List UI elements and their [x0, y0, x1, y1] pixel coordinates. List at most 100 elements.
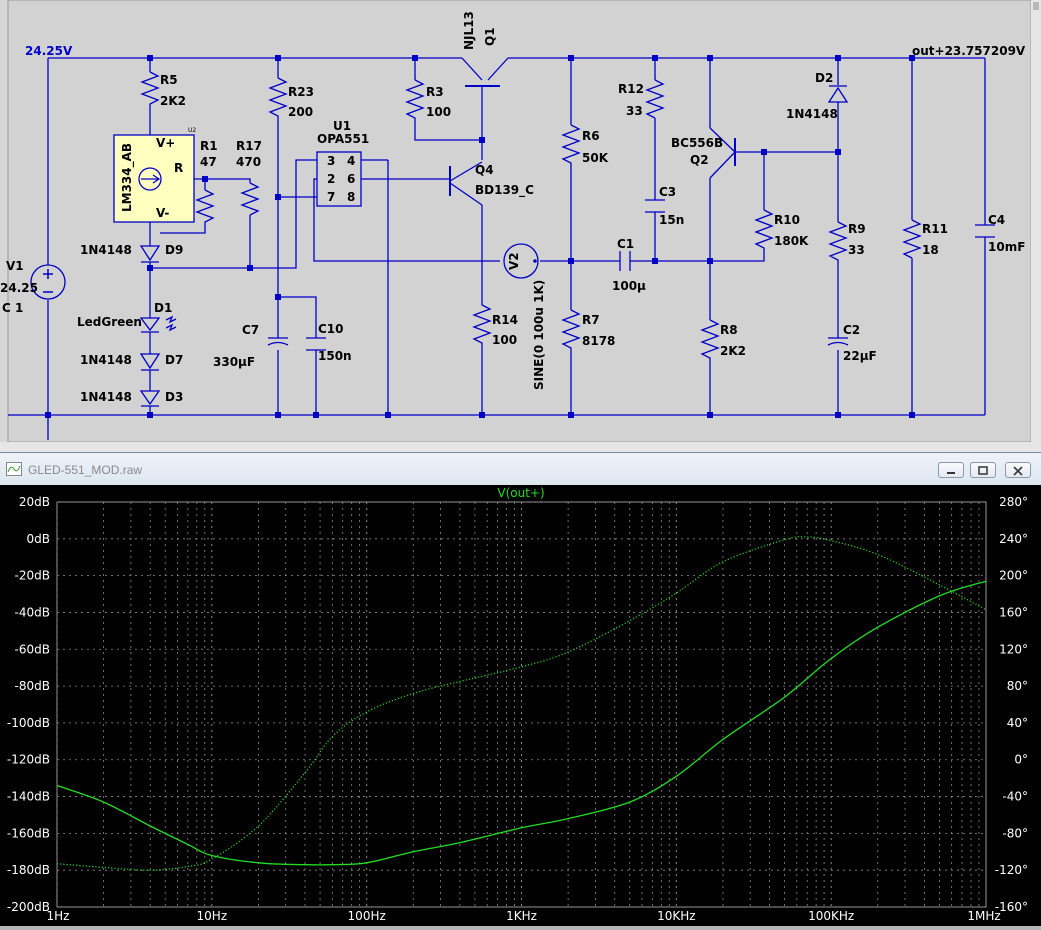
svg-text:BC556B: BC556B	[671, 136, 723, 150]
resistor-r9	[828, 221, 848, 262]
x-tick-label: 10KHz	[657, 909, 695, 923]
y-right-tick-label: -120°	[995, 863, 1028, 877]
plot-background	[0, 485, 1041, 926]
svg-text:2K2: 2K2	[160, 94, 186, 108]
svg-text:50K: 50K	[582, 151, 609, 165]
svg-text:R17: R17	[236, 139, 262, 153]
svg-text:C2: C2	[843, 323, 860, 337]
svg-text:BD139_C: BD139_C	[475, 183, 534, 198]
svg-text:15n: 15n	[659, 213, 684, 227]
close-icon	[1013, 466, 1023, 476]
svg-text:V+: V+	[156, 136, 175, 150]
svg-text:R14: R14	[492, 313, 518, 327]
opa551-block[interactable]	[316, 151, 362, 207]
capacitor-c4	[975, 224, 995, 238]
close-button[interactable]	[1005, 462, 1031, 478]
diode-d3	[139, 390, 161, 407]
chart-title: V(out+)	[497, 486, 544, 500]
net-vout: out+23.757209V	[912, 44, 1026, 58]
junctions	[45, 55, 915, 418]
resistor-r17	[240, 182, 260, 216]
svg-text:C7: C7	[242, 323, 259, 337]
svg-text:R10: R10	[774, 213, 800, 227]
schematic-scrollbar[interactable]	[1031, 0, 1041, 452]
svg-text:R7: R7	[582, 313, 600, 327]
svg-text:Q4: Q4	[475, 163, 494, 177]
capacitor-c3	[645, 199, 665, 213]
svg-text:R11: R11	[922, 222, 948, 236]
resistor-r10	[754, 209, 774, 250]
minimize-icon	[947, 472, 955, 474]
svg-text:1N4148: 1N4148	[786, 107, 838, 121]
svg-text:7: 7	[327, 190, 335, 204]
svg-text:R3: R3	[426, 85, 444, 99]
trace-magnitude	[56, 580, 987, 866]
diode-d2	[827, 85, 849, 103]
y-left-tick-label: 0dB	[27, 532, 50, 546]
schematic-canvas[interactable]: 24.25V out+23.757209V R5 2K2 R23 200 R3 …	[0, 0, 1041, 452]
y-right-tick-label: 120°	[999, 642, 1028, 656]
y-left-tick-label: -60dB	[15, 642, 50, 656]
svg-text:V-: V-	[156, 206, 169, 220]
capacitors	[267, 199, 995, 351]
svg-text:NJL13: NJL13	[462, 11, 476, 50]
schematic-window[interactable]: 24.25V out+23.757209V R5 2K2 R23 200 R3 …	[0, 0, 1041, 452]
svg-text:24.25: 24.25	[0, 281, 38, 295]
svg-text:100: 100	[426, 105, 451, 119]
diodes	[139, 85, 849, 407]
svg-text:R5: R5	[160, 73, 178, 87]
svg-text:8178: 8178	[582, 334, 615, 348]
voltage-source-v2-icon[interactable]	[503, 243, 539, 279]
svg-text:180K: 180K	[774, 234, 809, 248]
y-right-tick-label: 0°	[1014, 753, 1028, 767]
svg-text:2K2: 2K2	[720, 344, 746, 358]
traces	[56, 536, 987, 871]
svg-text:10mF: 10mF	[988, 240, 1025, 254]
y-left-tick-label: -20dB	[15, 569, 50, 583]
net-vin: 24.25V	[25, 44, 73, 58]
svg-text:100µ: 100µ	[612, 279, 646, 293]
plot-window-title: GLED-551_MOD.raw	[28, 463, 143, 477]
resistor-r23	[268, 77, 288, 118]
capacitor-c1	[619, 251, 631, 271]
svg-text:2: 2	[327, 172, 335, 186]
svg-text:R1: R1	[200, 139, 218, 153]
resistor-r12	[645, 79, 665, 119]
schematic-hscrollbar[interactable]	[0, 442, 1031, 452]
plot-titlebar[interactable]: GLED-551_MOD.raw	[0, 453, 1041, 485]
scroll-thumb[interactable]	[1033, 2, 1039, 10]
voltage-source-v1-icon[interactable]	[30, 264, 66, 300]
resistor-r14	[472, 304, 492, 345]
svg-text:D1: D1	[154, 301, 172, 315]
capacitor-c7	[267, 337, 289, 346]
svg-text:R23: R23	[288, 85, 314, 99]
svg-text:C3: C3	[659, 185, 676, 199]
x-tick-label: 1Hz	[47, 909, 70, 923]
diode-d9	[139, 245, 161, 263]
minimize-button[interactable]	[938, 462, 964, 478]
maximize-button[interactable]	[970, 462, 996, 478]
svg-text:Q2: Q2	[690, 153, 709, 167]
svg-text:U2: U2	[188, 127, 196, 134]
x-tick-label: 1MHz	[967, 909, 1000, 923]
svg-text:R9: R9	[848, 222, 866, 236]
diode-d1	[139, 317, 161, 333]
svg-text:200: 200	[288, 105, 313, 119]
svg-text:C 1: C 1	[2, 301, 23, 315]
y-right-tick-label: 80°	[1007, 679, 1028, 693]
current-arrow-icon	[141, 174, 161, 184]
y-left-tick-label: -200dB	[7, 900, 50, 914]
svg-text:R12: R12	[618, 82, 644, 96]
svg-text:330µF: 330µF	[213, 355, 255, 369]
svg-text:33: 33	[626, 104, 643, 118]
resistor-r6	[561, 124, 581, 165]
resistor-r5	[140, 71, 160, 110]
svg-text:V1: V1	[6, 259, 24, 273]
x-tick-label: 10Hz	[197, 909, 228, 923]
diode-d7	[139, 353, 161, 371]
svg-text:470: 470	[236, 155, 261, 169]
